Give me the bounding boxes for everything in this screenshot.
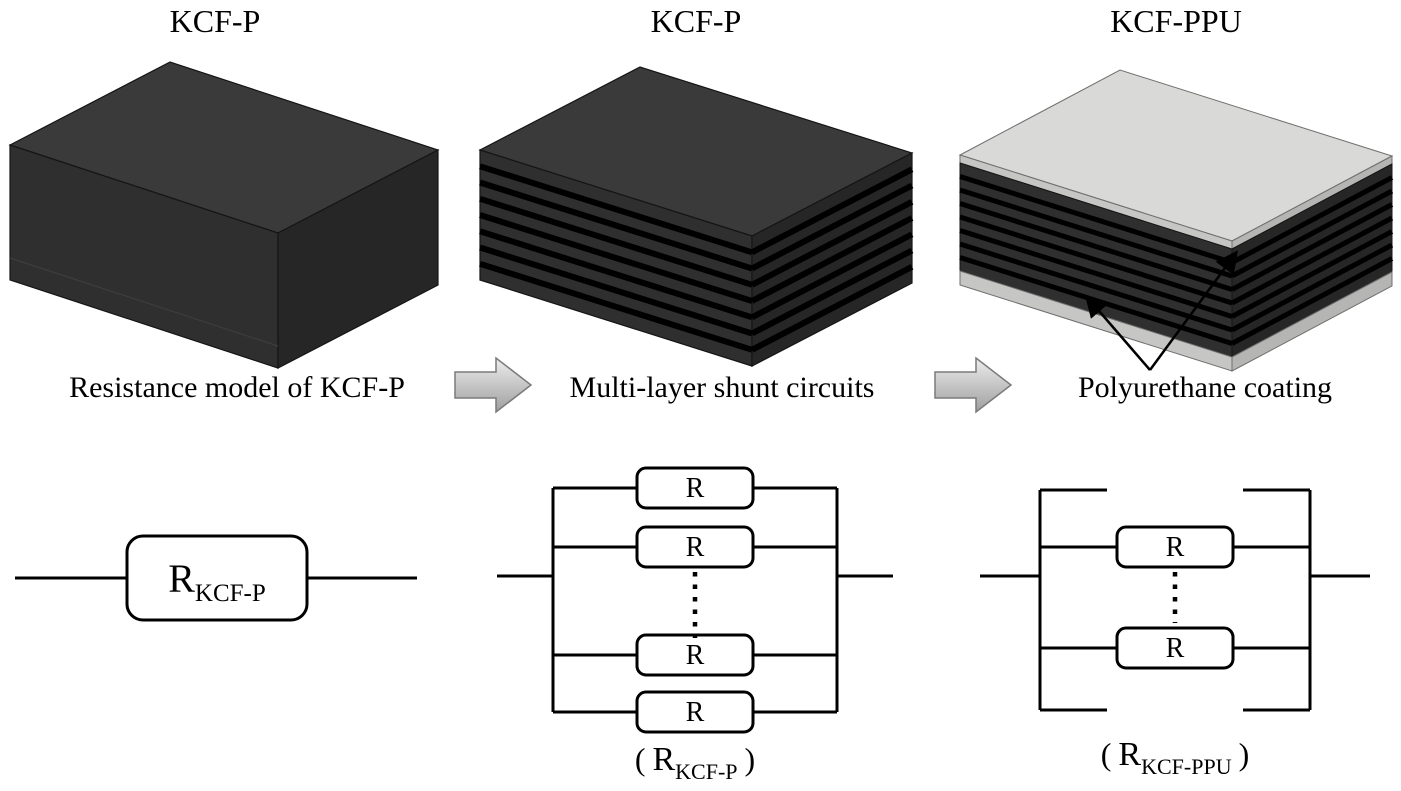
right-arrow-icon — [934, 356, 1013, 414]
caption-multilayer-shunt: Multi-layer shunt circuits — [570, 371, 875, 404]
solid-block — [8, 61, 440, 369]
coating-pointer-arrow — [1084, 294, 1151, 371]
right-arrow-icon — [454, 356, 533, 414]
resistor-box — [1115, 626, 1235, 670]
resistor-label-kcfp: RKCF-P — [168, 556, 266, 607]
resistor-label: R — [686, 697, 705, 728]
resistor-box — [635, 466, 755, 510]
resistor-box — [635, 525, 755, 569]
title-middle-block: KCF-P — [651, 3, 742, 39]
title-right-block: KCF-PPU — [1110, 3, 1242, 39]
resistor-box — [635, 690, 755, 734]
circuit-coated-caption: (RKCF-PPU) — [1101, 736, 1249, 779]
resistor-label: R — [686, 473, 705, 504]
solid-block-seam — [9, 257, 279, 347]
resistor-label: R — [1166, 633, 1185, 664]
resistor-label: R — [686, 640, 705, 671]
circuit-multi-parallel — [497, 466, 893, 734]
resistor-label: R — [686, 532, 705, 563]
layered-block-layer-lines — [479, 163, 914, 353]
resistor-box-kcfp — [125, 534, 309, 622]
coated-block-side-bottom-coating — [1231, 271, 1393, 372]
coating-pointer-arrows — [1084, 250, 1238, 371]
caption-resistance-model: Resistance model of KCF-P — [69, 371, 405, 404]
coating-pointer-arrow — [1148, 250, 1238, 371]
circuit-single-resistor — [15, 534, 417, 622]
circuit-multi-caption: (RKCF-P) — [635, 741, 755, 784]
title-left-block: KCF-P — [170, 3, 261, 39]
solid-block-side-face — [277, 149, 439, 369]
resistor-label: R — [1166, 532, 1185, 563]
circuit-coated-parallel — [980, 488, 1370, 712]
resistor-box — [1115, 525, 1235, 569]
caption-polyurethane-coating: Polyurethane coating — [1078, 371, 1332, 404]
